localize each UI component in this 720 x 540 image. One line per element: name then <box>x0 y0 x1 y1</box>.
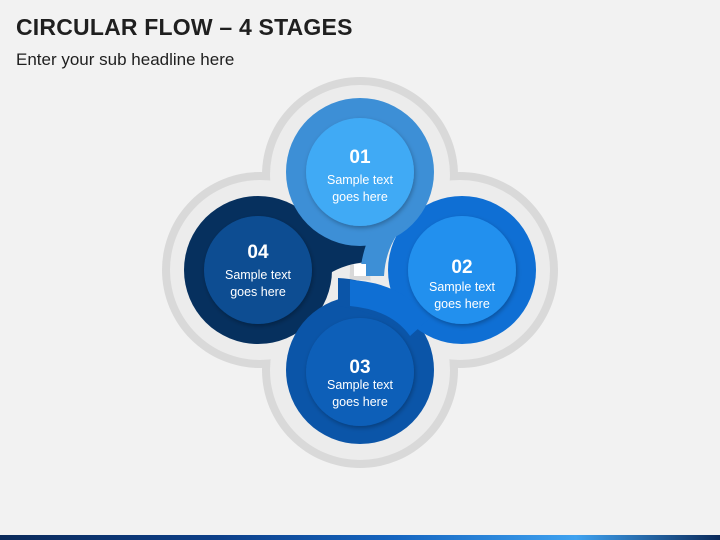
stage-4-number: 04 <box>247 242 269 263</box>
stage-3-number: 03 <box>349 357 370 378</box>
stage-4-text-line2: goes here <box>230 285 286 299</box>
stage-1-text-line2: goes here <box>332 190 388 204</box>
center-gap <box>354 264 366 276</box>
bottom-accent-bar <box>0 535 720 540</box>
stage-4: 04 Sample text goes here <box>204 216 312 324</box>
stage-2-connector <box>350 280 430 336</box>
stage-3-text-line1: Sample text <box>327 378 394 392</box>
stage-2-text-line1: Sample text <box>429 280 496 294</box>
page-subtitle: Enter your sub headline here <box>16 50 235 69</box>
stage-2-text-line2: goes here <box>434 297 490 311</box>
stage-2-number: 02 <box>451 257 472 278</box>
stage-3: 03 Sample text goes here <box>306 318 414 426</box>
stage-1-connector <box>360 200 412 276</box>
stage-3-text-line2: goes here <box>332 395 388 409</box>
stage-1-circle <box>306 118 414 226</box>
stage-4-text-line1: Sample text <box>225 268 292 282</box>
stage-1-number: 01 <box>349 147 371 168</box>
stage-1: 01 Sample text goes here <box>306 118 414 226</box>
page-title: CIRCULAR FLOW – 4 STAGES <box>16 14 353 40</box>
stage-2-circle <box>408 216 516 324</box>
stage-2: 02 Sample text goes here <box>408 216 516 324</box>
stage-3-circle <box>306 318 414 426</box>
stage-1-text-line1: Sample text <box>327 173 394 187</box>
stage-4-circle <box>204 216 312 324</box>
